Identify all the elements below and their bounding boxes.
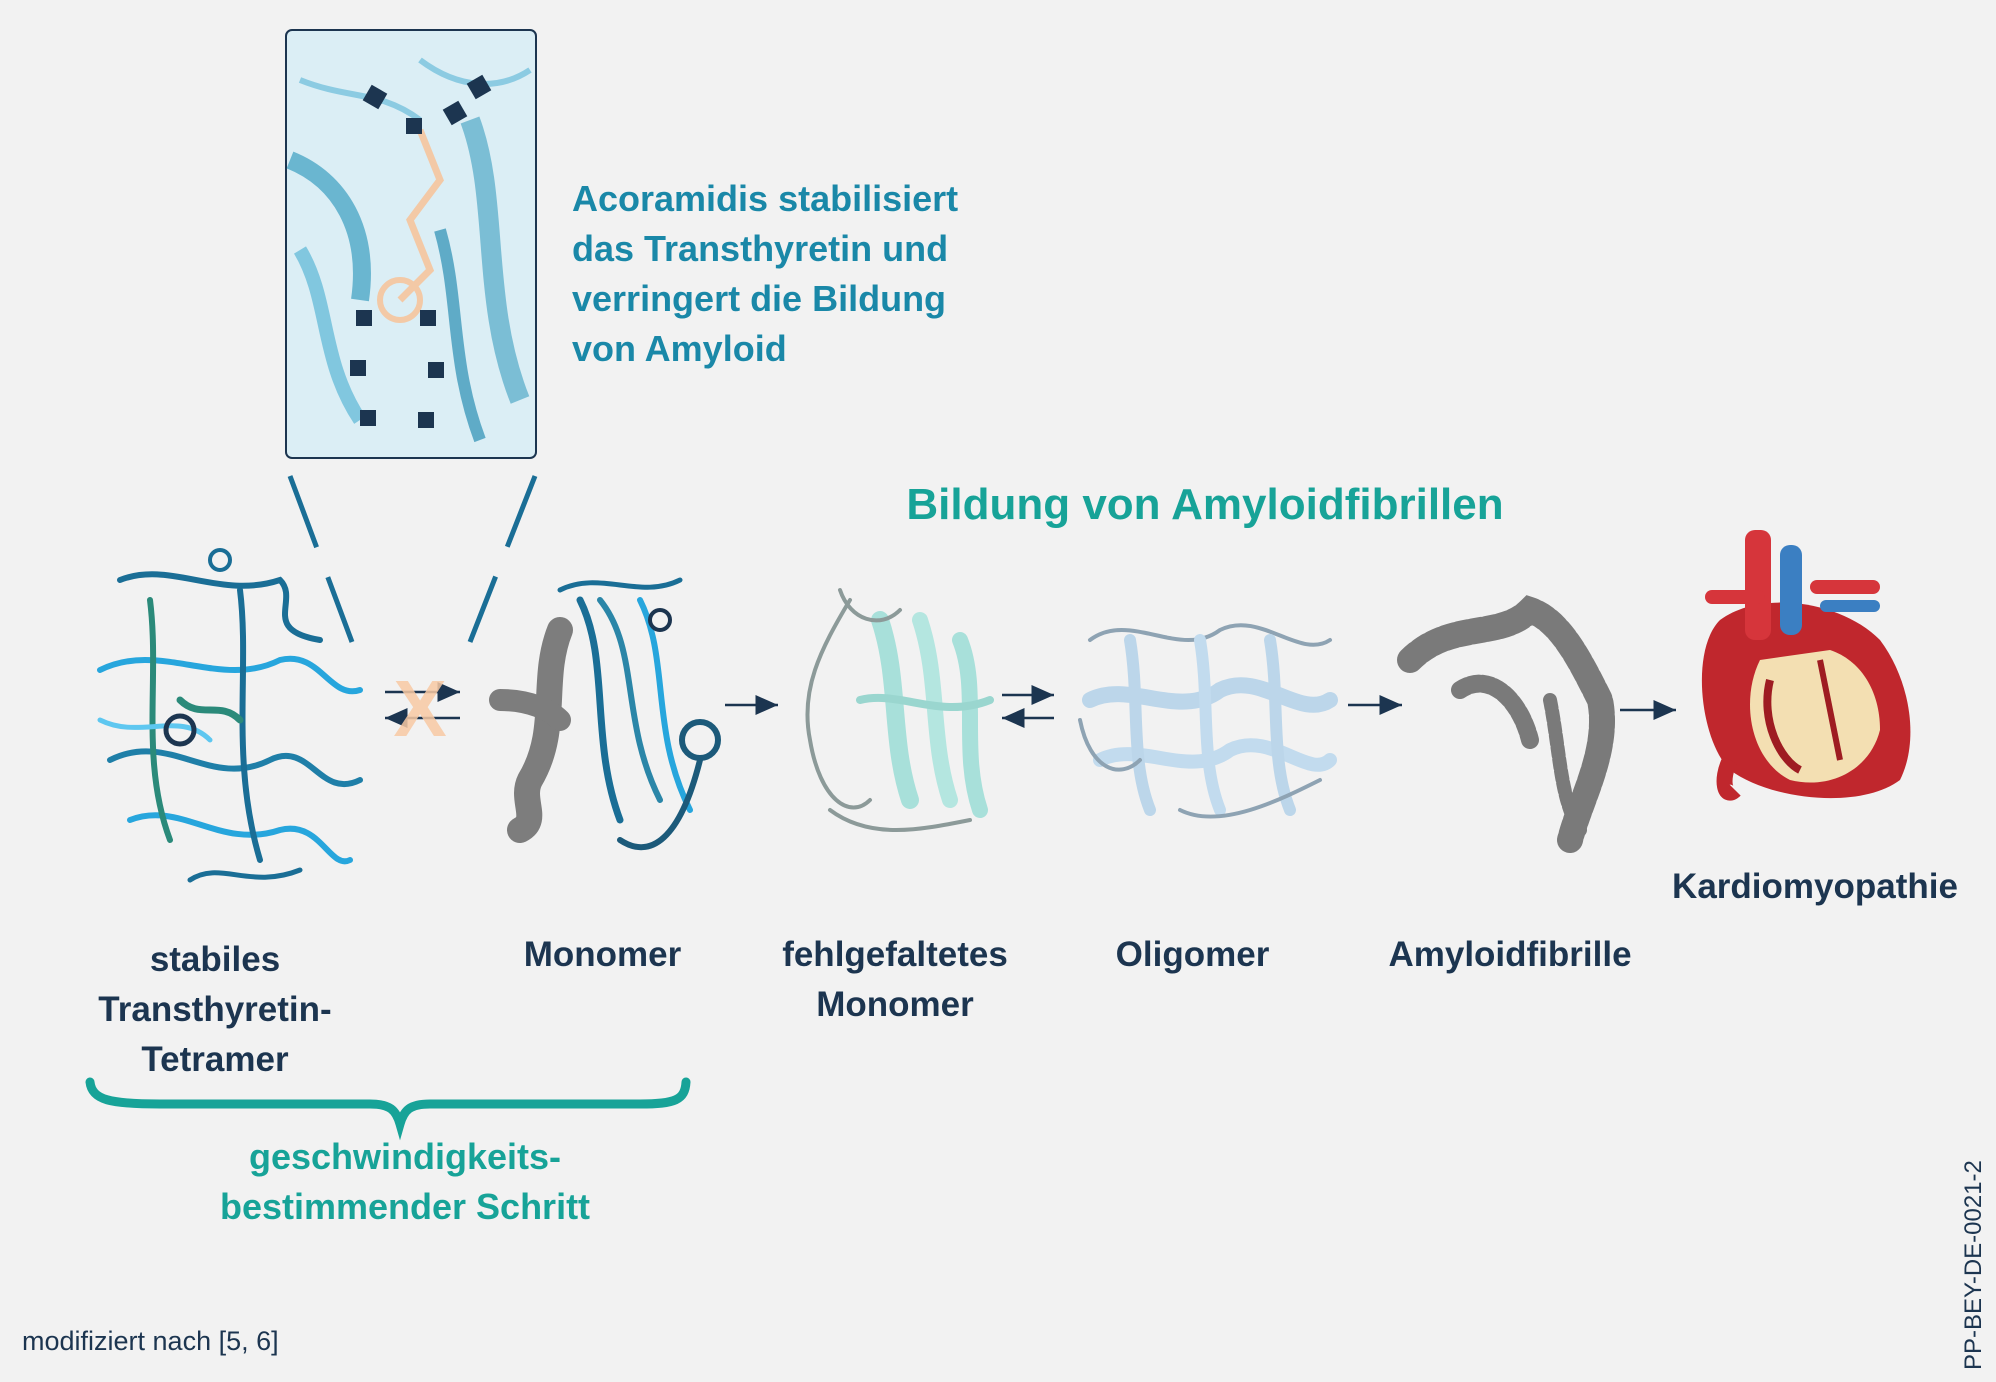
blocked-x-mark: X xyxy=(393,664,446,753)
oligomer-structure xyxy=(1078,623,1338,819)
inset-binding-pocket xyxy=(285,29,537,459)
heart-illustration xyxy=(1701,530,1911,801)
label-tetramer: stabiles Transthyretin- Tetramer xyxy=(60,935,370,1085)
label-amyloid-fibril: Amyloidfibrille xyxy=(1360,930,1660,980)
callout-line: Acoramidis stabilisiert xyxy=(572,178,959,219)
callout-line: das Transthyretin und xyxy=(572,228,949,269)
label-monomer: Monomer xyxy=(480,930,725,980)
rate-step-brace xyxy=(85,1077,691,1141)
label-line: Monomer xyxy=(523,935,682,974)
label-misfolded-monomer: fehlgefaltetes Monomer xyxy=(750,930,1040,1030)
misfolded-structure xyxy=(805,588,994,832)
callout-line: verringert die Bildung xyxy=(572,278,947,319)
callout-line: von Amyloid xyxy=(572,328,787,369)
callout-text: Acoramidis stabilisiert das Transthyreti… xyxy=(572,174,1012,374)
label-line: Kardiomyopathie xyxy=(1672,867,1958,906)
monomer-structure xyxy=(489,577,721,851)
label-line: Amyloidfibrille xyxy=(1388,935,1632,974)
label-oligomer: Oligomer xyxy=(1070,930,1315,980)
label-line: bestimmender Schritt xyxy=(219,1186,591,1227)
tetramer-structure xyxy=(97,548,363,883)
label-cardiomyopathy: Kardiomyopathie xyxy=(1650,862,1980,912)
label-line: stabiles xyxy=(149,940,281,979)
equilibrium-arrows xyxy=(1002,685,1054,728)
document-code: PP-BEY-DE-0021-2 xyxy=(1960,1160,1987,1370)
label-line: Oligomer xyxy=(1115,935,1270,974)
label-line: Transthyretin- xyxy=(98,990,332,1029)
process-title: Bildung von Amyloidfibrillen xyxy=(906,480,1504,529)
label-line: Tetramer xyxy=(141,1040,289,1079)
label-line: geschwindigkeits- xyxy=(248,1136,562,1177)
zoom-lines xyxy=(287,475,538,643)
fibril-structure xyxy=(1397,595,1615,853)
label-line: fehlgefaltetes xyxy=(782,935,1008,974)
label-line: Monomer xyxy=(816,985,974,1024)
blocked-equilibrium xyxy=(385,682,460,728)
rate-limiting-step-label: geschwindigkeits- bestimmender Schritt xyxy=(160,1132,650,1232)
source-footnote: modifiziert nach [5, 6] xyxy=(22,1326,279,1356)
